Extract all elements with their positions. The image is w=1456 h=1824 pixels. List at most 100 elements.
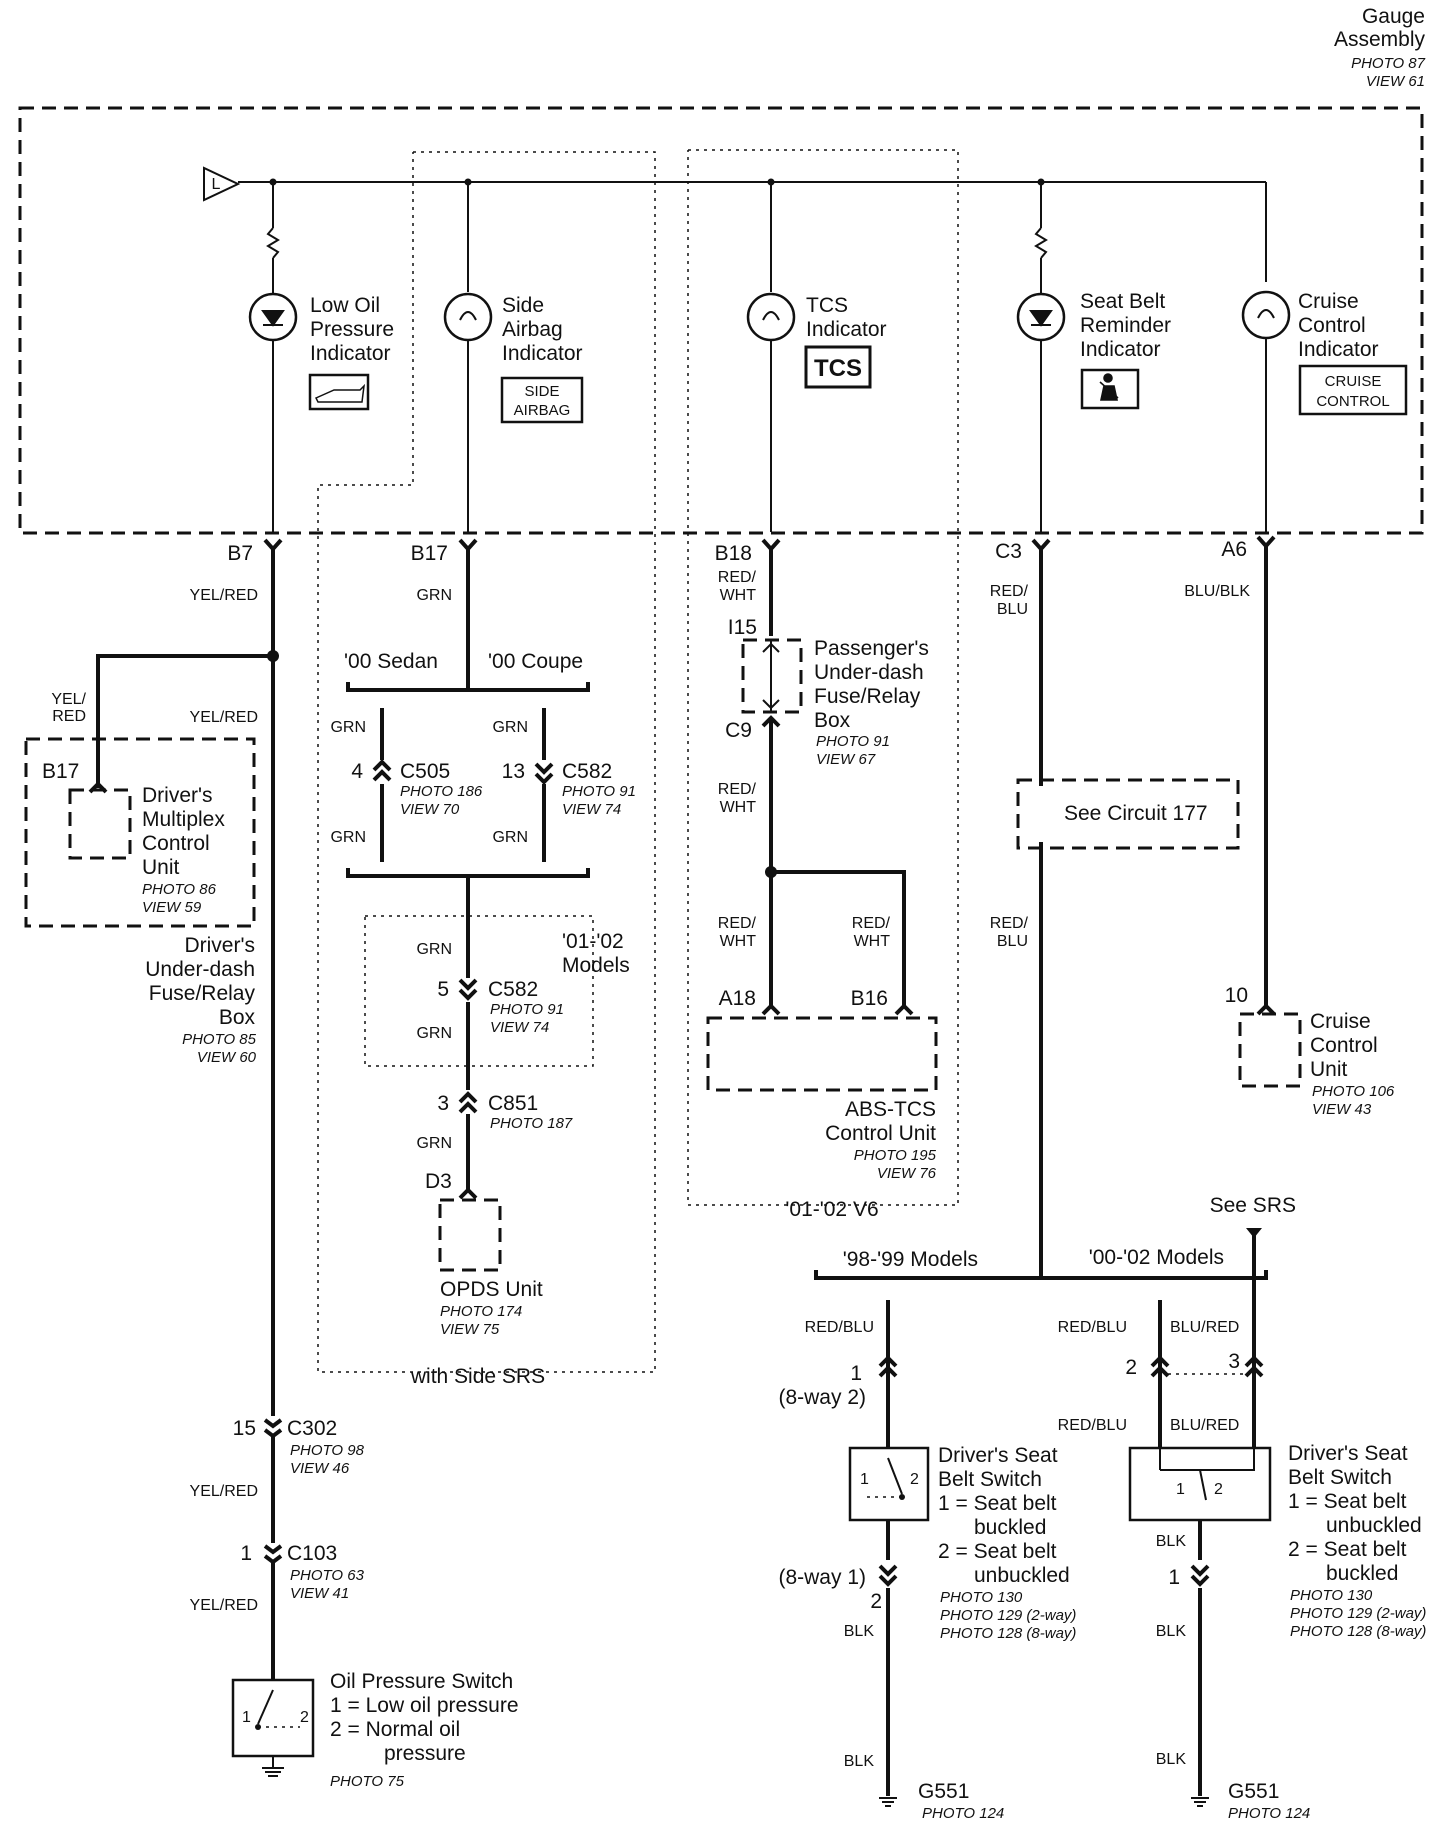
pin-b18: B18 — [715, 542, 752, 565]
wire — [96, 654, 273, 788]
fuse-arrow-icon — [762, 642, 780, 710]
left-switch-contact-2: 2 — [910, 1471, 919, 1488]
cruise-unit-view: VIEW 43 — [1312, 1101, 1372, 1118]
c582b-view: VIEW 74 — [490, 1019, 549, 1036]
connector-icon — [761, 1003, 781, 1016]
wire-color-red-blu: RED/BLU — [1058, 1319, 1127, 1336]
c302-view: VIEW 46 — [290, 1460, 350, 1477]
connector-icon — [1150, 1355, 1170, 1378]
wire-color-red-blu: RED/BLU — [805, 1319, 874, 1336]
driver-fuse-box-label-3: Fuse/Relay — [149, 982, 256, 1005]
cruise-box-line2: CONTROL — [1316, 393, 1389, 410]
oil-switch-pin-2: 2 — [300, 1709, 309, 1726]
wire-color-wht: WHT — [854, 933, 891, 950]
mpcu-box — [68, 788, 132, 860]
cruise-label-1: Cruise — [1298, 290, 1359, 313]
wire-color-grn: GRN — [330, 829, 366, 846]
left-ground-label: G551 — [918, 1780, 969, 1803]
bus-bar — [346, 868, 590, 878]
right-switch-pos-2a: 2 = Seat belt — [1288, 1538, 1407, 1561]
right-switch-photo-2: PHOTO 129 (2-way) — [1290, 1605, 1426, 1622]
tcs-symbol-box — [804, 345, 872, 389]
wire-color-yel-red: YEL/RED — [190, 1483, 258, 1500]
connector-icon — [1190, 1564, 1210, 1587]
left-switch-pin-1-note: (8-way 2) — [778, 1386, 866, 1409]
left-switch-contact-1: 1 — [860, 1471, 869, 1488]
c582-photo: PHOTO 91 — [562, 783, 636, 800]
wire-color-red-blu-1: RED/ — [990, 583, 1029, 600]
wire-color-red: RED/ — [718, 781, 757, 798]
c582b-photo: PHOTO 91 — [490, 1001, 564, 1018]
wire-color-yel-red-1: YEL/ — [51, 691, 86, 708]
wire-color-yel-red: YEL/RED — [190, 587, 258, 604]
oil-pressure-switch-box — [231, 1678, 315, 1758]
side-srs-frame-label: with Side SRS — [410, 1365, 545, 1388]
c302-pin: 15 — [233, 1417, 256, 1440]
switch-lever-icon — [257, 1689, 274, 1725]
cruise-unit-pin: 10 — [1225, 984, 1248, 1007]
connector-icon — [534, 762, 554, 785]
oil-switch-position-2a: 2 = Normal oil — [330, 1718, 460, 1741]
connector-icon — [878, 1355, 898, 1378]
wire-color-blk: BLK — [1156, 1623, 1187, 1640]
wire-color-red: RED/ — [852, 915, 891, 932]
feed-label: L — [212, 176, 221, 193]
seat-belt-label-2: Reminder — [1080, 314, 1171, 337]
c505-photo: PHOTO 186 — [400, 783, 483, 800]
feed-arrow-icon — [203, 166, 241, 202]
side-airbag-symbol-box — [500, 376, 584, 424]
c505-view: VIEW 70 — [400, 801, 460, 818]
left-switch-photo-1: PHOTO 130 — [940, 1589, 1023, 1606]
connector-icon — [263, 1418, 283, 1439]
connector-icon — [458, 978, 478, 1001]
d3-pin: D3 — [425, 1170, 452, 1193]
connector-icon — [263, 1544, 283, 1565]
right-switch-contact-2: 2 — [1214, 1481, 1223, 1498]
a18-pin: A18 — [719, 987, 756, 1010]
ground-icon — [1191, 1797, 1209, 1807]
models-01-02-frame — [364, 915, 594, 1067]
cruise-label-2: Control — [1298, 314, 1366, 337]
seat-belt-label-3: Indicator — [1080, 338, 1161, 361]
wire-color-blk: BLK — [844, 1753, 875, 1770]
v6-frame-label: '01-'02 V6 — [785, 1198, 878, 1221]
connector-icon — [372, 759, 392, 782]
abs-tcs-unit-box — [706, 1016, 938, 1092]
bus-bar — [346, 682, 590, 692]
pass-box-label-2: Under-dash — [814, 661, 924, 684]
wire-color-yel-red: YEL/RED — [190, 1597, 258, 1614]
left-switch-title-2: Belt Switch — [938, 1468, 1042, 1491]
ground-icon — [879, 1797, 897, 1807]
connector-icon — [458, 1091, 478, 1114]
opds-view: VIEW 75 — [440, 1321, 500, 1338]
bulb-icon — [1241, 290, 1291, 340]
wire-color-wht: WHT — [720, 933, 757, 950]
side-airbag-label-1: Side — [502, 294, 544, 317]
c582-label: C582 — [562, 760, 612, 783]
tcs-circuit: RED/ WHT I15 Passenger's Under-dash Fuse… — [706, 549, 938, 1221]
wire-color-grn: GRN — [492, 719, 528, 736]
tcs-box-text: TCS — [814, 355, 862, 382]
assembly-name-line2: Assembly — [1334, 28, 1426, 51]
right-switch-pos-2b: buckled — [1326, 1562, 1398, 1585]
wire-color-yel-red-2: RED — [52, 708, 86, 725]
side-srs-frame — [317, 151, 656, 1373]
low-oil-indicator: Low Oil Pressure Indicator — [248, 182, 394, 532]
mpcu-label-2: Multiplex — [142, 808, 225, 831]
cruise-unit-label-3: Unit — [1310, 1058, 1348, 1081]
see-circuit-frame — [1016, 778, 1240, 850]
left-switch-photo-2: PHOTO 129 (2-way) — [940, 1607, 1076, 1624]
resistor-icon — [1034, 227, 1048, 259]
oil-can-icon — [314, 383, 366, 403]
wire — [1160, 1448, 1255, 1471]
left-switch-photo-3: PHOTO 128 (8-way) — [940, 1625, 1076, 1642]
models-98-99-label: '98-'99 Models — [843, 1248, 978, 1271]
connector-icon — [1256, 1003, 1276, 1016]
resistor-icon — [266, 227, 280, 259]
wire-color-grn: GRN — [416, 941, 452, 958]
wire-color-blk: BLK — [1156, 1533, 1187, 1550]
oil-can-symbol-box — [308, 373, 370, 411]
right-switch-pin-3: 3 — [1228, 1350, 1240, 1373]
coupe-label: '00 Coupe — [488, 650, 583, 673]
